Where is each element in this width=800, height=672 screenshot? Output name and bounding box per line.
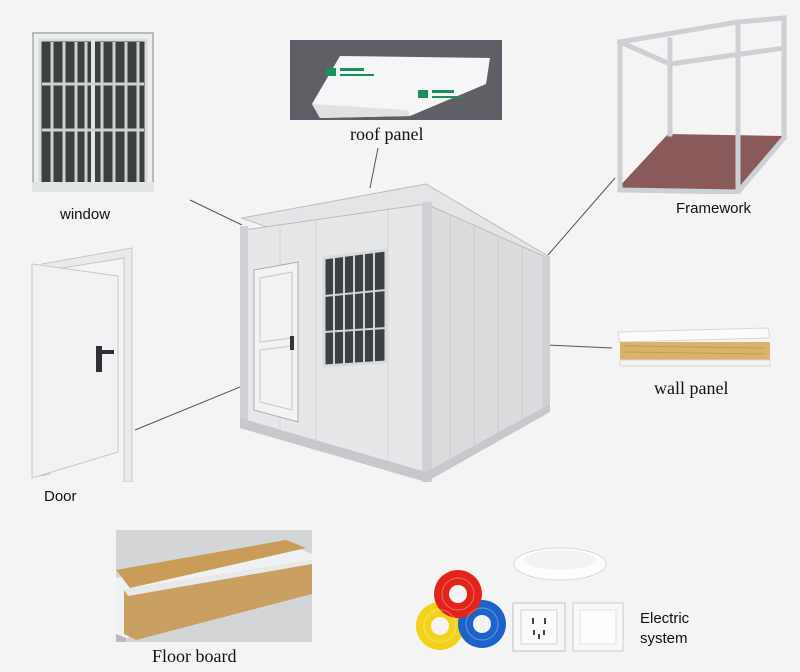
door-label: Door [44,488,77,505]
framework-illustration [616,15,788,194]
connector-roof [369,147,379,189]
ceiling-lamp [512,542,608,582]
window-image [32,32,154,192]
floor-board-label: Floor board [152,646,237,666]
wall-panel-illustration [617,327,771,367]
floor-board-image [116,530,312,642]
wire-coils [410,566,510,654]
roof-panel-image [290,40,502,120]
wire-coils-icon [416,570,506,650]
roof-panel-illustration [312,56,490,118]
door-illustration [31,247,133,482]
floor-board-illustration [116,530,312,642]
wall-panel-label: wall panel [654,378,729,398]
socket-icon [512,602,566,652]
framework-image [608,8,794,194]
container-house-illustration [240,183,550,482]
wall-switch [572,602,624,652]
electric-label-line1: Electric [640,610,690,627]
connector-framework [547,177,616,256]
window-illustration [32,32,154,192]
door-image [22,246,138,482]
switch-icon [572,602,624,652]
connector-window [189,199,243,226]
wall-socket [512,602,566,652]
lamp-icon [513,547,607,581]
electric-label-line2: system [640,630,688,647]
roof-panel-label: roof panel [350,124,424,144]
window-label: window [60,206,111,223]
wall-panel-image [614,326,774,370]
framework-label: Framework [676,200,752,217]
container-house [236,178,556,486]
